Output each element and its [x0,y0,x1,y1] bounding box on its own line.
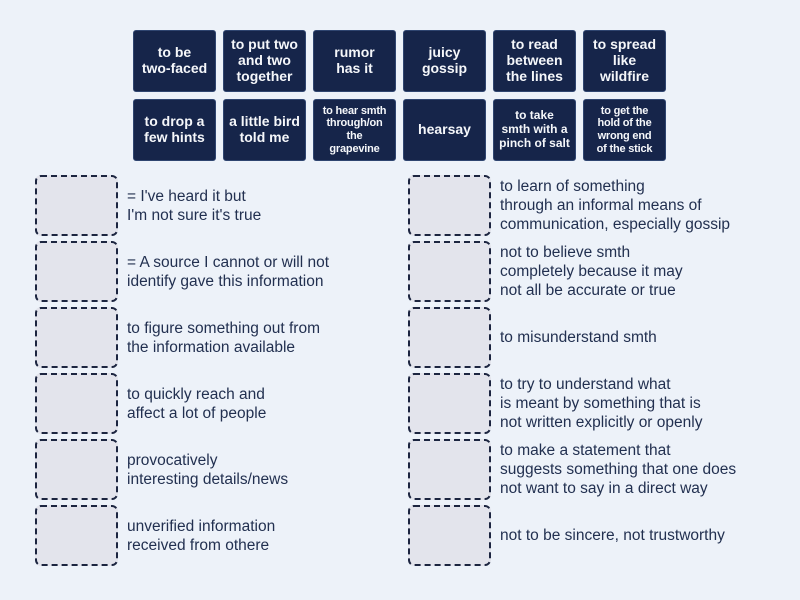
drop-zone[interactable] [408,307,491,368]
word-tile[interactable]: to drop a few hints [133,99,216,161]
match-row: to make a statement that suggests someth… [408,439,736,500]
drop-zone[interactable] [408,241,491,302]
drop-zone[interactable] [408,373,491,434]
drop-zone[interactable] [408,175,491,236]
word-tile[interactable]: to read between the lines [493,30,576,92]
drop-zone[interactable] [35,307,118,368]
word-tile[interactable]: to get the hold of the wrong end of the … [583,99,666,161]
match-row: provocatively interesting details/news [35,439,329,500]
drop-zone[interactable] [35,175,118,236]
match-row: to misunderstand smth [408,307,736,368]
match-row: to learn of something through an informa… [408,175,736,236]
drop-zone[interactable] [408,505,491,566]
word-tile[interactable]: to spread like wildfire [583,30,666,92]
definition-text: not to believe smth completely because i… [500,244,683,299]
word-tile[interactable]: juicy gossip [403,30,486,92]
drop-zone[interactable] [35,439,118,500]
definition-text: to figure something out from the informa… [127,319,320,356]
word-tile[interactable]: rumor has it [313,30,396,92]
match-column-right: to learn of something through an informa… [408,175,736,571]
definition-text: = I've heard it but I'm not sure it's tr… [127,187,262,224]
word-tile[interactable]: to hear smth through/on the grapevine [313,99,396,161]
word-tile[interactable]: to put two and two together [223,30,306,92]
definition-text: to misunderstand smth [500,329,657,346]
match-row: = A source I cannot or will not identify… [35,241,329,302]
match-row: to try to understand what is meant by so… [408,373,736,434]
match-row: to figure something out from the informa… [35,307,329,368]
match-row: to quickly reach and affect a lot of peo… [35,373,329,434]
definition-text: to make a statement that suggests someth… [500,442,737,497]
word-tile[interactable]: hearsay [403,99,486,161]
word-tile-grid: to be two-faced to put two and two toget… [133,30,666,161]
drop-zone[interactable] [35,373,118,434]
definition-text: to try to understand what is meant by so… [500,376,703,431]
definition-text: provocatively interesting details/news [127,451,289,488]
drop-zone[interactable] [35,505,118,566]
definition-text: unverified information received from oth… [127,517,276,554]
definition-text: = A source I cannot or will not identify… [127,253,330,290]
drop-zone[interactable] [408,439,491,500]
match-column-left: = I've heard it but I'm not sure it's tr… [35,175,329,571]
word-tile[interactable]: to take smth with a pinch of salt [493,99,576,161]
match-row: not to be sincere, not trustworthy [408,505,736,566]
match-row: = I've heard it but I'm not sure it's tr… [35,175,329,236]
definition-text: not to be sincere, not trustworthy [500,527,725,544]
match-row: unverified information received from oth… [35,505,329,566]
definition-text: to learn of something through an informa… [500,178,731,233]
definition-text: to quickly reach and affect a lot of peo… [127,385,267,422]
word-tile[interactable]: to be two-faced [133,30,216,92]
drop-zone[interactable] [35,241,118,302]
word-tile[interactable]: a little bird told me [223,99,306,161]
match-row: not to believe smth completely because i… [408,241,736,302]
